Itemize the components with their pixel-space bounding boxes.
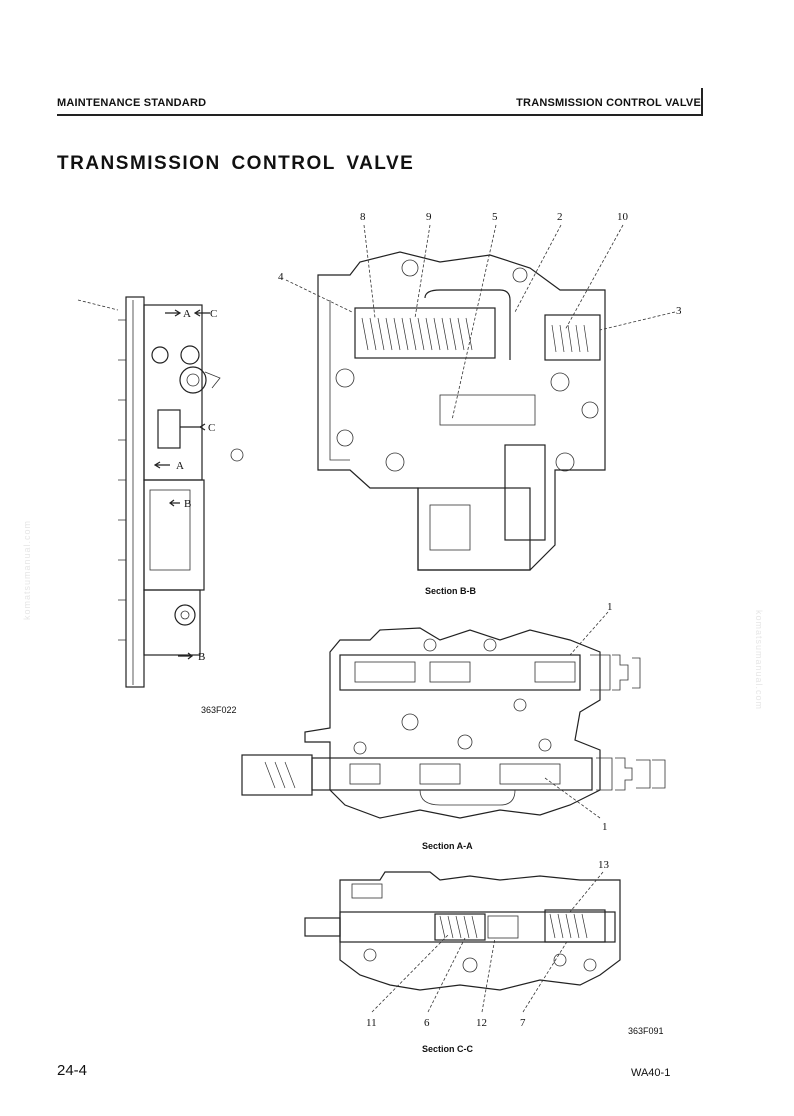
header-rule-vertical (701, 88, 703, 116)
side-view-code: 363F022 (201, 705, 237, 715)
section-aa-drawing (241, 611, 666, 819)
page-title: TRANSMISSION CONTROL VALVE (57, 153, 415, 174)
header-rule (57, 114, 701, 116)
callout-1-bottom: 1 (602, 821, 608, 833)
section-cc-code: 363F091 (628, 1026, 664, 1036)
callout-5: 5 (492, 211, 498, 223)
model-code: WA40-1 (631, 1067, 671, 1079)
section-cc-caption: Section C-C (422, 1044, 474, 1054)
section-marker-c-mid: C (208, 422, 215, 434)
callout-2: 2 (557, 211, 563, 223)
section-marker-b-mid: B (184, 498, 191, 510)
section-cc-drawing (304, 871, 621, 1013)
callout-1-top: 1 (607, 601, 613, 613)
callout-7: 7 (520, 1017, 526, 1029)
page-number: 24-4 (57, 1062, 88, 1079)
section-marker-a-top: A (183, 308, 191, 320)
section-marker-b-bottom: B (198, 651, 205, 663)
callout-3: 3 (676, 305, 682, 317)
section-aa-caption: Section A-A (422, 841, 473, 851)
header-left: MAINTENANCE STANDARD (57, 97, 207, 109)
header-right: TRANSMISSION CONTROL VALVE (516, 97, 701, 109)
callout-8: 8 (360, 211, 366, 223)
callout-6: 6 (424, 1017, 430, 1029)
callout-4: 4 (278, 271, 284, 283)
callout-10: 10 (617, 211, 629, 223)
side-view-drawing (77, 296, 244, 688)
callout-13: 13 (598, 859, 610, 871)
callout-9: 9 (426, 211, 432, 223)
callout-12: 12 (476, 1017, 487, 1029)
callout-11: 11 (366, 1017, 377, 1029)
section-marker-a-mid: A (176, 460, 184, 472)
section-marker-c-top: C (210, 308, 217, 320)
section-bb-caption: Section B-B (425, 586, 477, 596)
section-bb-drawing (285, 224, 676, 571)
